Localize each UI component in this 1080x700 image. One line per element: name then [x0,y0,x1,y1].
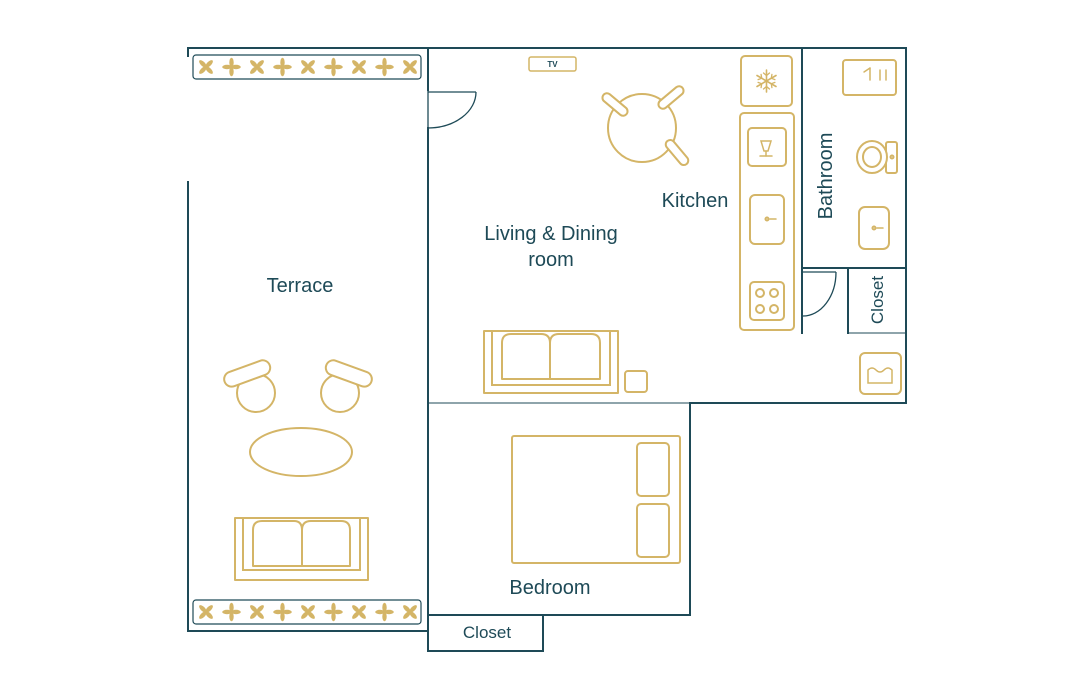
coffee-machine [747,127,787,167]
terrace-sofa [234,517,369,581]
svg-text:TV: TV [547,60,558,69]
plant-icon [199,605,213,619]
living-sofa [483,330,619,394]
plant-icon [352,60,366,74]
door-terrace [427,90,477,129]
label-living-line2: room [528,249,574,271]
kitchen-sink [749,194,785,245]
dining-table [601,85,690,167]
label-closet-right: Closet [868,276,887,324]
plant-icon [352,605,366,619]
plant-icon [222,57,241,77]
plant-icon [222,602,241,622]
plant-icon [375,57,394,77]
plant-icon [324,57,343,77]
side-table [624,370,648,393]
label-bathroom: Bathroom [815,133,837,220]
plant-icon [273,602,292,622]
stove [749,281,785,321]
planter-bottom [192,599,422,625]
plant-icon [375,602,394,622]
walls [187,47,907,652]
label-bedroom: Bedroom [509,577,590,599]
plant-icon [301,60,315,74]
plant-icon [199,60,213,74]
label-closet-bottom: Closet [463,623,511,642]
terrace-chair-left [223,359,276,413]
bed [511,435,681,564]
toilet [856,140,898,174]
terrace-chair-right [320,359,373,413]
plant-icon [403,605,417,619]
plant-icon [403,60,417,74]
door-bathroom [802,271,837,317]
fridge [740,55,793,107]
washing-machine [859,352,902,395]
label-living-line1: Living & Dining [484,223,617,245]
plant-icon [324,602,343,622]
plant-icon [250,605,264,619]
label-kitchen: Kitchen [662,190,729,212]
plant-icon [250,60,264,74]
bathroom-sink [858,206,890,250]
shower [842,59,897,96]
plant-icon [273,57,292,77]
tv: TV [528,56,577,72]
label-terrace: Terrace [267,275,334,297]
terrace-table [249,427,353,477]
planter-top [192,54,422,80]
plant-icon [301,605,315,619]
